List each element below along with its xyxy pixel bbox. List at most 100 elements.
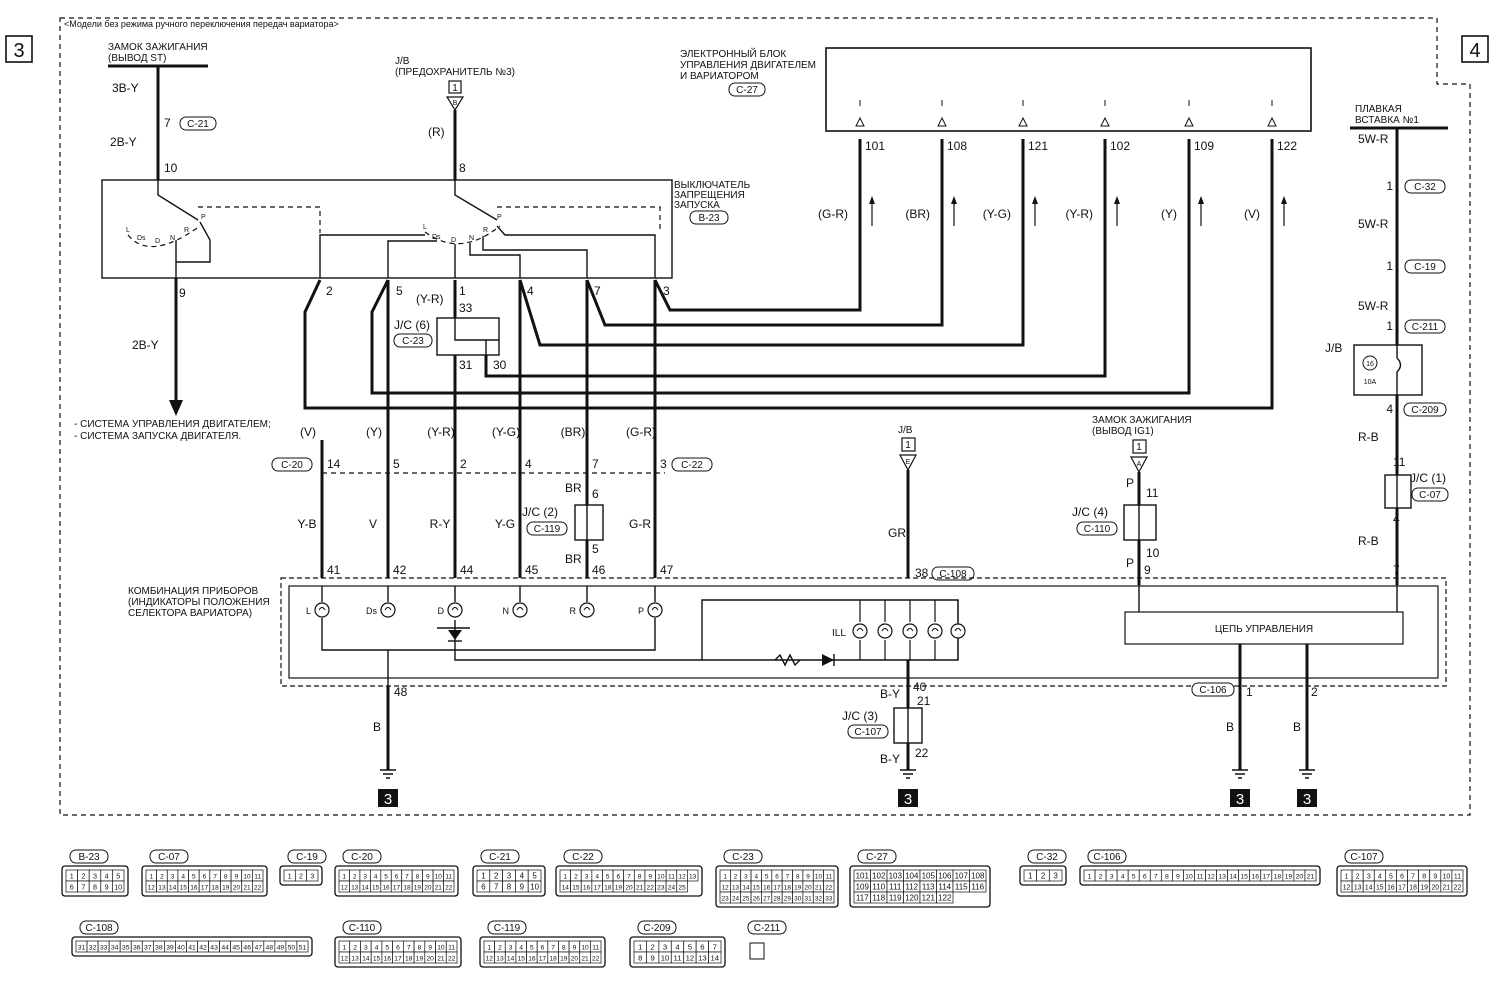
legend-pin: 4 xyxy=(1121,874,1125,881)
ecu-wire-color: (Y) xyxy=(1161,207,1177,221)
signal-arrowhead xyxy=(951,196,957,204)
ecu-subtitle-1: УПРАВЛЕНИЯ ДВИГАТЕЛЕМ xyxy=(680,60,816,71)
legend-pin: 51 xyxy=(299,945,307,952)
legend-pin: 1 xyxy=(70,872,74,881)
inhibitor-left-pos-2: D xyxy=(155,238,160,245)
legend-pin: 10 xyxy=(815,874,823,881)
legend-pin: 11 xyxy=(592,945,599,952)
legend-pin: 4 xyxy=(520,872,525,881)
legend-pin: 18 xyxy=(1274,874,1282,881)
legend-pin: 21 xyxy=(815,885,823,892)
illumination-lamp xyxy=(902,623,918,639)
legend-pin: 15 xyxy=(180,885,188,892)
legend-pin: 47 xyxy=(254,945,262,952)
legend-pin: 1 xyxy=(1088,874,1092,881)
combo-ill-label: ILL xyxy=(832,628,846,639)
control-ground-pin-1: 1 xyxy=(1246,685,1253,699)
illumination-lamp xyxy=(877,623,893,639)
legend-pin: 3 xyxy=(1110,874,1114,881)
legend-pin: 11 xyxy=(1454,874,1461,881)
legend-pin: 36 xyxy=(133,945,141,952)
mid-wire-pin: 7 xyxy=(592,457,599,471)
legend-pin: 5 xyxy=(116,872,120,881)
legend-pin: 18 xyxy=(403,885,411,892)
inhibitor-left-pos-4: R xyxy=(184,227,189,234)
signal-arrowhead xyxy=(1281,196,1287,204)
ecu-terminal xyxy=(1100,116,1110,127)
st-pin-2: 10 xyxy=(164,161,178,175)
mid-wire-lower: Y-G xyxy=(495,517,515,531)
legend-pin: 102 xyxy=(872,872,886,881)
legend-pin: 44 xyxy=(221,945,229,952)
legend-pin: 16 xyxy=(384,956,392,963)
svg-text:3: 3 xyxy=(1236,791,1244,808)
combo-pin-number: 46 xyxy=(592,563,606,577)
legend-pin: 5 xyxy=(385,945,389,952)
inhibitor-right-pos-0: L xyxy=(423,224,427,231)
jc3-connector: C-107 xyxy=(854,727,882,738)
legend-pin: 3 xyxy=(585,874,589,881)
legend-pin: 122 xyxy=(938,894,952,903)
ignition-ig1-title: ЗАМОК ЗАЖИГАНИЯ xyxy=(1092,415,1192,426)
jb-fuse3-subtitle: (ПРЕДОХРАНИТЕЛЬ №3) xyxy=(395,67,515,78)
mid-wire-lower: R-Y xyxy=(430,517,451,531)
legend-pin: 117 xyxy=(856,894,869,903)
indicator-lamp xyxy=(512,602,528,618)
legend-pin: 19 xyxy=(615,885,623,892)
fusible-link-title: ПЛАВКАЯ xyxy=(1355,104,1402,115)
jc3-pin-b: 22 xyxy=(915,746,929,760)
mid-wire-color: (Y-G) xyxy=(492,425,520,439)
legend-pin: 45 xyxy=(232,945,240,952)
ecu-wire-color: (Y-R) xyxy=(1065,207,1093,221)
legend-pin: 3 xyxy=(171,874,175,881)
legend-pin: 18 xyxy=(1409,885,1417,892)
legend-pin: 9 xyxy=(651,954,655,963)
legend-pin: 4 xyxy=(754,874,758,881)
legend-pin: 12 xyxy=(341,956,349,963)
right-chain-pin: 1 xyxy=(1386,179,1393,193)
legend-pin: 4 xyxy=(595,874,599,881)
legend-pin: 10 xyxy=(243,874,251,881)
ground-left-pin: 48 xyxy=(394,685,408,699)
legend-pin: 9 xyxy=(105,883,109,892)
legend-pin: 2 xyxy=(81,872,85,881)
st-out-wire: 2B-Y xyxy=(132,338,159,352)
legend-pin: 15 xyxy=(1376,885,1384,892)
indicator-lamp xyxy=(314,602,330,618)
legend-pin: 21 xyxy=(581,956,589,963)
legend-pin: 8 xyxy=(416,874,420,881)
legend-pin: 11 xyxy=(668,874,675,881)
legend-pin: 21 xyxy=(636,885,644,892)
ecu-terminal xyxy=(1018,116,1028,127)
legend-pin: 32 xyxy=(815,896,823,903)
jb-right-fuse-amp: 10A xyxy=(1364,379,1377,386)
indicator-lamp-label: L xyxy=(306,606,311,616)
ecu-pin-number: 102 xyxy=(1110,139,1130,153)
legend-pin: 8 xyxy=(507,883,512,892)
legend-pin: 9 xyxy=(1176,874,1180,881)
legend-pin: 38 xyxy=(155,945,163,952)
ecu-wire-color: (G-R) xyxy=(818,207,848,221)
legend-pin: 2 xyxy=(498,945,502,952)
right-chain-connector: C-32 xyxy=(1414,182,1436,193)
legend-pin: 2 xyxy=(1041,872,1045,881)
jc6-pin-b: 30 xyxy=(493,358,507,372)
switch-pin-7: 7 xyxy=(594,284,601,298)
legend-pin: 15 xyxy=(373,956,381,963)
jb-fuse3-badge: 1 xyxy=(452,83,458,94)
ecu-pin-number: 108 xyxy=(947,139,967,153)
legend-pin: 19 xyxy=(794,885,802,892)
legend-pin: 6 xyxy=(1400,874,1404,881)
st-out-pin: 9 xyxy=(179,286,186,300)
legend-pin: 11 xyxy=(254,874,261,881)
wire-3-to-101 xyxy=(653,139,862,312)
control-ground-connector: C-106 xyxy=(1199,685,1227,696)
legend-connector-body xyxy=(749,942,765,960)
jc1-box xyxy=(1384,474,1412,509)
legend-pin: 105 xyxy=(922,872,936,881)
legend-pin: 114 xyxy=(938,883,951,892)
switch-pin-2: 2 xyxy=(326,284,333,298)
